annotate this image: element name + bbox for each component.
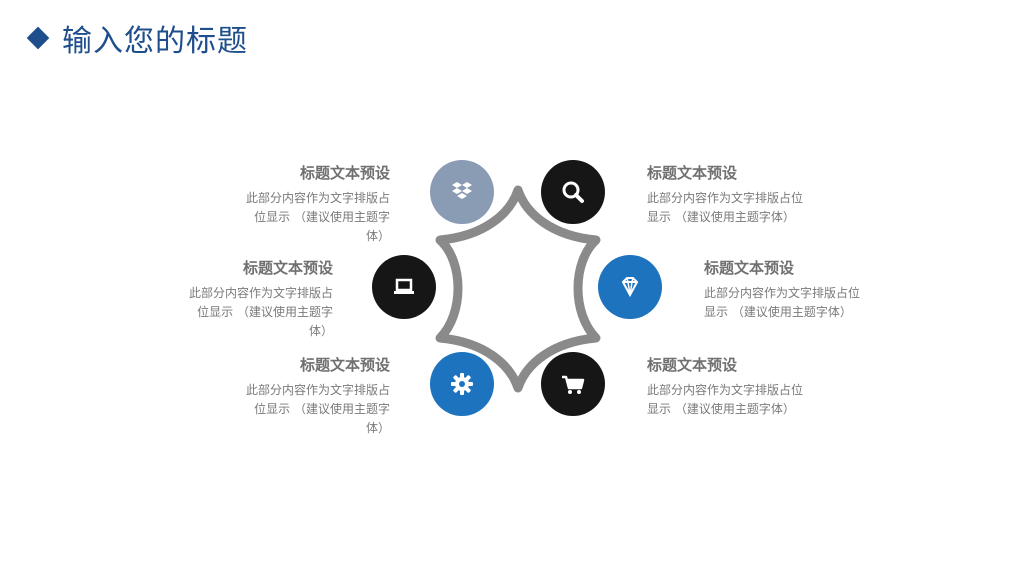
block-body: 此部分内容作为文字排版占位显示 （建议使用主题字体） [245,191,390,243]
laptop-icon [394,278,414,294]
diamond-circle [598,255,662,319]
six-point-star-ring [435,185,601,393]
slide-title: 输入您的标题 [62,24,248,59]
block-body: 此部分内容作为文字排版占位显示 （建议使用主题字体） [647,191,804,224]
text-block-top-right: 标题文本预设 此部分内容作为文字排版占位显示 （建议使用主题字体） [647,163,847,227]
block-body: 此部分内容作为文字排版占位显示 （建议使用主题字体） [245,383,390,435]
block-heading: 标题文本预设 [647,164,738,182]
dropbox-icon [452,182,472,199]
cart-icon [562,375,585,394]
block-heading: 标题文本预设 [704,259,795,277]
text-block-bottom-left: 标题文本预设 此部分内容作为文字排版占位显示 （建议使用主题字体） [190,355,390,438]
block-body: 此部分内容作为文字排版占位显示 （建议使用主题字体） [647,383,804,416]
text-block-middle-right: 标题文本预设 此部分内容作为文字排版占位显示 （建议使用主题字体） [704,258,904,322]
block-heading: 标题文本预设 [299,164,390,182]
text-block-top-left: 标题文本预设 此部分内容作为文字排版占位显示 （建议使用主题字体） [190,163,390,246]
text-block-bottom-right: 标题文本预设 此部分内容作为文字排版占位显示 （建议使用主题字体） [647,355,847,419]
block-body: 此部分内容作为文字排版占位显示 （建议使用主题字体） [188,286,333,338]
block-heading: 标题文本预设 [299,356,390,374]
block-heading: 标题文本预设 [242,259,333,277]
gear-circle [430,352,494,416]
gear-icon [451,373,473,395]
slide-header: 输入您的标题 [24,16,248,60]
text-block-middle-left: 标题文本预设 此部分内容作为文字排版占位显示 （建议使用主题字体） [133,258,333,341]
diamond-icon [621,277,639,298]
dropbox-circle [430,160,494,224]
cart-circle [541,352,605,416]
search-circle [541,160,605,224]
block-heading: 标题文本预设 [647,356,738,374]
search-icon [562,181,584,203]
block-body: 此部分内容作为文字排版占位显示 （建议使用主题字体） [704,286,861,319]
laptop-circle [372,255,436,319]
